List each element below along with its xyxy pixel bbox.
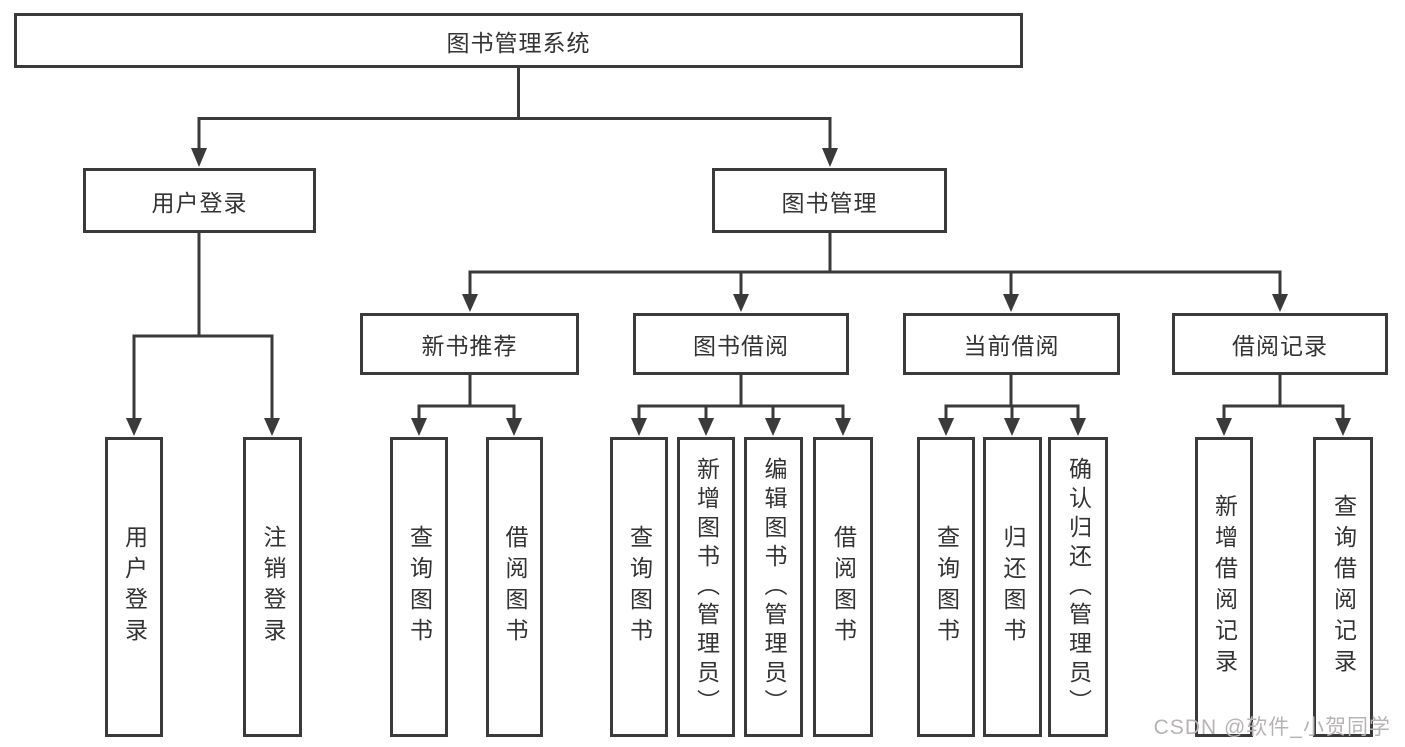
arrow-down-icon (1004, 418, 1020, 436)
leaf-confirm-return-admin: 确认归还（管理员） (1048, 437, 1108, 737)
leaf-borrow-books: 借阅图书 (486, 437, 543, 737)
leaf-user-login: 用户登录 (105, 437, 163, 737)
leaf-add-book-admin: 新增图书（管理员） (677, 437, 735, 737)
arrow-down-icon (698, 418, 714, 436)
arrow-down-icon (1003, 294, 1019, 312)
leaf-query-books: 查询图书 (390, 437, 448, 737)
arrow-down-icon (733, 294, 749, 312)
arrow-down-icon (822, 148, 838, 167)
node-current-borrowing: 当前借阅 (903, 313, 1120, 375)
arrow-down-icon (411, 418, 427, 436)
arrow-down-icon (506, 418, 522, 436)
leaf-return-books: 归还图书 (983, 437, 1042, 737)
arrow-down-icon (126, 418, 142, 436)
arrow-down-icon (1216, 418, 1232, 436)
arrow-down-icon (462, 294, 478, 312)
arrow-down-icon (835, 418, 851, 436)
arrow-down-icon (938, 418, 954, 436)
arrow-down-icon (765, 418, 781, 436)
node-user-login: 用户登录 (83, 168, 316, 233)
arrow-down-icon (1272, 294, 1288, 312)
leaf-query-borrowing-record: 查询借阅记录 (1313, 437, 1373, 737)
arrow-down-icon (1335, 418, 1351, 436)
arrow-down-icon (191, 148, 207, 167)
node-book-management: 图书管理 (712, 168, 947, 233)
node-library-management-system: 图书管理系统 (14, 13, 1023, 68)
arrow-down-icon (264, 418, 280, 436)
node-book-borrowing: 图书借阅 (633, 313, 849, 375)
leaf-add-borrowing-record: 新增借阅记录 (1195, 437, 1253, 737)
node-new-book-recommendation: 新书推荐 (360, 313, 579, 375)
leaf-logout: 注销登录 (243, 437, 302, 737)
leaf-query-books: 查询图书 (610, 437, 668, 737)
node-borrowing-records: 借阅记录 (1172, 313, 1388, 375)
arrow-down-icon (631, 418, 647, 436)
leaf-edit-book-admin: 编辑图书（管理员） (744, 437, 803, 737)
arrow-down-icon (1070, 418, 1086, 436)
leaf-borrow-books: 借阅图书 (813, 437, 873, 737)
leaf-query-books: 查询图书 (917, 437, 975, 737)
csdn-watermark: CSDN @软件_小贺同学 (1153, 716, 1391, 739)
